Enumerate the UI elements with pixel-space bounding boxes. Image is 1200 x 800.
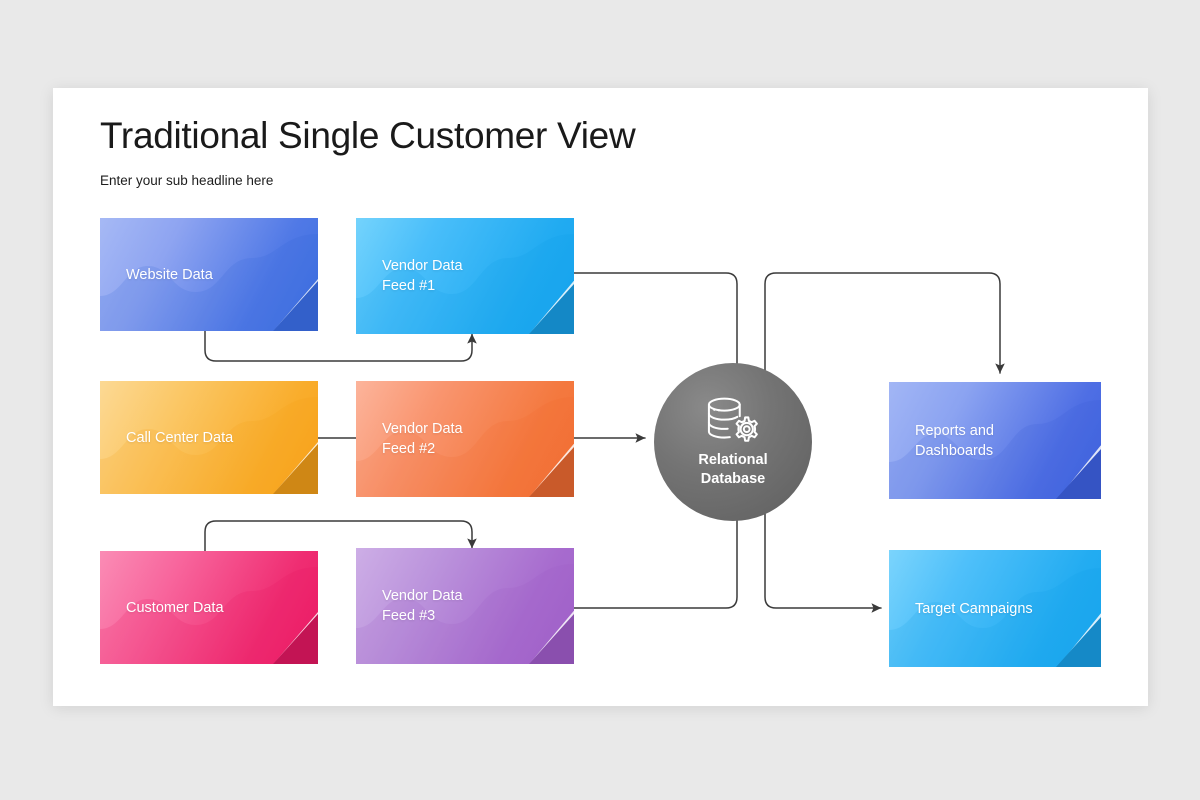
node-target-campaigns[interactable]: Target Campaigns xyxy=(889,550,1101,667)
node-label: Vendor Data Feed #1 xyxy=(382,258,463,294)
node-face xyxy=(356,548,574,664)
wave-overlay xyxy=(889,400,1101,499)
node-label: Reports and Dashboards xyxy=(915,422,994,459)
node-label: Target Campaigns xyxy=(915,600,1033,617)
wave-overlay xyxy=(356,397,574,497)
node-face xyxy=(100,381,318,494)
node-face xyxy=(356,218,574,334)
relational-database-hub[interactable]: Relational Database xyxy=(654,363,812,521)
wave-overlay xyxy=(889,568,1101,667)
node-label: Website Data xyxy=(126,266,213,283)
node-customer-data[interactable]: Customer Data xyxy=(100,551,318,664)
node-call-center-data[interactable]: Call Center Data xyxy=(100,381,318,494)
wave-overlay xyxy=(100,397,318,494)
connector-website-to-feed1 xyxy=(204,330,477,362)
node-vendor-feed-1[interactable]: Vendor Data Feed #1 xyxy=(356,218,574,334)
hub-label: Relational Database xyxy=(698,452,768,487)
node-label: Vendor Data Feed #2 xyxy=(382,421,463,457)
node-face xyxy=(889,382,1101,499)
node-label: Vendor Data Feed #3 xyxy=(382,588,463,624)
node-label: Customer Data xyxy=(126,599,224,616)
page-subtitle: Enter your sub headline here xyxy=(100,173,274,188)
diagram-canvas: Website Data Call Center Data Customer D… xyxy=(53,88,1148,706)
wave-overlay xyxy=(356,564,574,664)
wave-overlay xyxy=(100,234,318,331)
node-vendor-feed-2[interactable]: Vendor Data Feed #2 xyxy=(356,381,574,497)
node-face xyxy=(100,218,318,331)
page-title: Traditional Single Customer View xyxy=(100,115,636,156)
connector-customer-to-feed3 xyxy=(204,520,477,552)
connector-feed1-to-hub xyxy=(573,272,742,377)
node-vendor-feed-3[interactable]: Vendor Data Feed #3 xyxy=(356,548,574,664)
node-face xyxy=(100,551,318,664)
node-face xyxy=(889,550,1101,667)
node-website-data[interactable]: Website Data xyxy=(100,218,318,331)
wave-overlay xyxy=(356,234,574,334)
node-reports-dashboards[interactable]: Reports and Dashboards xyxy=(889,382,1101,499)
node-label: Call Center Data xyxy=(126,429,234,446)
slide-canvas: Traditional Single Customer View Enter y… xyxy=(53,88,1148,706)
wave-overlay xyxy=(100,567,318,664)
connector-feed3-to-hub xyxy=(573,505,742,609)
database-gear-icon xyxy=(707,398,758,443)
node-face xyxy=(356,381,574,497)
